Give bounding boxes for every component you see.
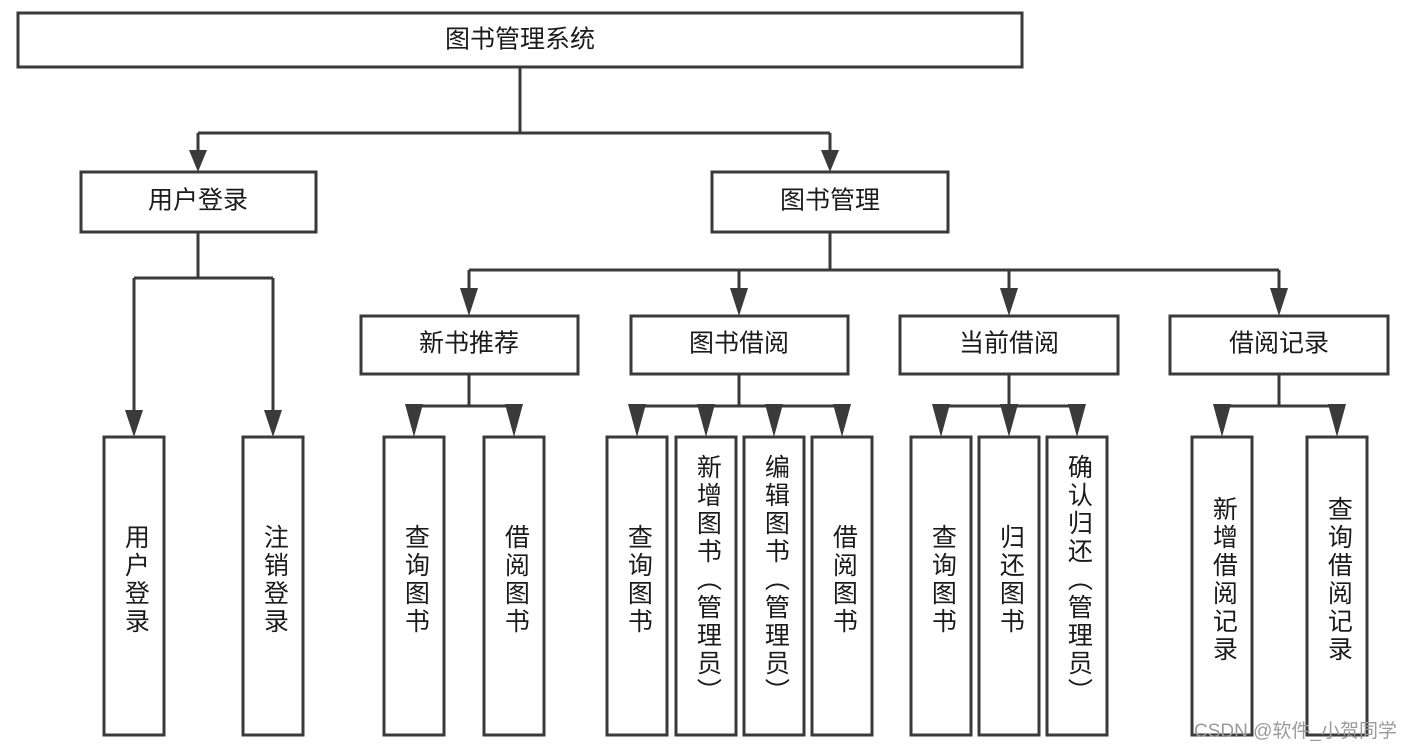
leaf-book-borrow-1[interactable]: 查询图书	[605, 435, 669, 737]
node-new-book-recommend[interactable]: 新书推荐	[359, 314, 580, 376]
node-new-book-recommend-label: 新书推荐	[419, 330, 519, 358]
leaf-book-borrow-4[interactable]: 借阅图书	[810, 435, 874, 737]
node-root[interactable]: 图书管理系统	[16, 11, 1024, 69]
node-book-borrow-label: 图书借阅	[689, 330, 789, 358]
arrowhead-current-borrow	[1000, 288, 1018, 316]
leaf-borrow-record-1[interactable]: 新增借阅记录	[1190, 435, 1254, 737]
leaf-book-borrow-1-label: 查询图书	[624, 524, 653, 636]
node-borrow-record-box[interactable]	[1168, 314, 1390, 376]
arrowhead-leaf-cb-1	[932, 404, 950, 437]
arrowhead-leaf-nb-2	[505, 404, 523, 437]
arrowhead-book-mgmt	[821, 150, 839, 172]
leaf-user-login-1[interactable]: 用户登录	[102, 435, 166, 737]
node-new-book-recommend-box[interactable]	[359, 314, 580, 376]
node-root-label: 图书管理系统	[445, 26, 595, 54]
node-book-borrow-box[interactable]	[629, 314, 850, 376]
leaf-new-book-2-box[interactable]	[482, 435, 546, 737]
node-book-management[interactable]: 图书管理	[710, 170, 950, 234]
leaf-book-borrow-3[interactable]: 编辑图书（管理员）	[742, 435, 806, 737]
node-root-box[interactable]	[16, 11, 1024, 69]
node-book-borrow[interactable]: 图书借阅	[629, 314, 850, 376]
arrowhead-leaf-user-login-2	[264, 410, 282, 437]
node-current-borrow-label: 当前借阅	[959, 330, 1059, 358]
arrowhead-new-book-recommend	[460, 288, 478, 316]
node-current-borrow-box[interactable]	[898, 314, 1120, 376]
node-current-borrow[interactable]: 当前借阅	[898, 314, 1120, 376]
leaf-book-borrow-4-box[interactable]	[810, 435, 874, 737]
leaf-current-borrow-3-box[interactable]	[1045, 435, 1109, 737]
arrowhead-book-borrow	[730, 288, 748, 316]
arrowhead-leaf-bb-2	[697, 404, 715, 437]
node-user-login-label: 用户登录	[148, 187, 248, 215]
leaf-book-borrow-2-box[interactable]	[674, 435, 738, 737]
leaf-new-book-1-box[interactable]	[382, 435, 446, 737]
leaf-borrow-record-1-label: 新增借阅记录	[1209, 496, 1238, 664]
node-book-management-label: 图书管理	[780, 187, 880, 215]
leaf-user-login-2-label: 注销登录	[260, 524, 289, 636]
connector-group-book-borrow	[628, 374, 851, 437]
arrowhead-leaf-br-1	[1213, 404, 1231, 437]
node-book-management-box[interactable]	[710, 170, 950, 234]
leaf-current-borrow-1-label: 查询图书	[928, 524, 957, 636]
leaf-new-book-2-label: 借阅图书	[501, 524, 530, 636]
arrowhead-leaf-nb-1	[405, 404, 423, 437]
leaf-borrow-record-1-box[interactable]	[1190, 435, 1254, 737]
connector-group-book-mgmt	[460, 232, 1288, 316]
leaf-current-borrow-2-label: 归还图书	[996, 524, 1025, 636]
connector-group-new-book-recommend	[405, 374, 523, 437]
node-borrow-record-label: 借阅记录	[1229, 330, 1329, 358]
leaf-current-borrow-1[interactable]: 查询图书	[909, 435, 973, 737]
leaf-new-book-1[interactable]: 查询图书	[382, 435, 446, 737]
arrowhead-leaf-bb-3	[765, 404, 783, 437]
leaf-borrow-record-2-label: 查询借阅记录	[1324, 496, 1353, 664]
connector-group-root	[189, 67, 839, 172]
leaf-user-login-1-box[interactable]	[102, 435, 166, 737]
arrowhead-leaf-bb-4	[833, 404, 851, 437]
leaf-book-borrow-2[interactable]: 新增图书（管理员）	[674, 435, 738, 737]
leaf-user-login-2-box[interactable]	[241, 435, 305, 737]
leaf-current-borrow-1-box[interactable]	[909, 435, 973, 737]
arrowhead-leaf-bb-1	[628, 404, 646, 437]
node-user-login-box[interactable]	[79, 170, 318, 234]
node-borrow-record[interactable]: 借阅记录	[1168, 314, 1390, 376]
leaf-book-borrow-3-box[interactable]	[742, 435, 806, 737]
leaf-book-borrow-3-label: 编辑图书（管理员）	[761, 454, 790, 706]
leaf-current-borrow-3-label: 确认归还（管理员）	[1064, 454, 1093, 706]
leaf-user-login-2[interactable]: 注销登录	[241, 435, 305, 737]
leaf-book-borrow-1-box[interactable]	[605, 435, 669, 737]
connector-group-borrow-record	[1213, 374, 1346, 437]
arrowhead-borrow-record	[1270, 288, 1288, 316]
connector-group-current-borrow	[932, 374, 1086, 437]
leaf-book-borrow-4-label: 借阅图书	[829, 524, 858, 636]
arrowhead-leaf-cb-3	[1068, 404, 1086, 437]
arrowhead-user-login	[189, 150, 207, 172]
arrowhead-leaf-br-2	[1328, 404, 1346, 437]
leaf-book-borrow-2-label: 新增图书（管理员）	[693, 454, 722, 706]
leaf-borrow-record-2-box[interactable]	[1305, 435, 1369, 737]
leaf-new-book-2[interactable]: 借阅图书	[482, 435, 546, 737]
connector-group-user-login	[125, 232, 282, 437]
arrowhead-leaf-user-login-1	[125, 410, 143, 437]
arrowhead-leaf-cb-2	[1000, 404, 1018, 437]
leaf-borrow-record-2[interactable]: 查询借阅记录	[1305, 435, 1369, 737]
leaf-current-borrow-3[interactable]: 确认归还（管理员）	[1045, 435, 1109, 737]
leaf-user-login-1-label: 用户登录	[121, 524, 150, 636]
leaf-current-borrow-2[interactable]: 归还图书	[977, 435, 1041, 737]
node-user-login[interactable]: 用户登录	[79, 170, 318, 234]
leaf-new-book-1-label: 查询图书	[401, 524, 430, 636]
leaf-current-borrow-2-box[interactable]	[977, 435, 1041, 737]
